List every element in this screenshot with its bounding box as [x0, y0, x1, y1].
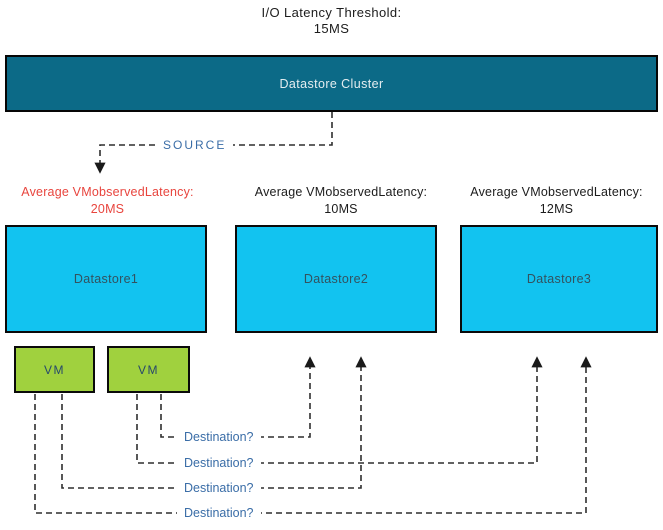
- datastore3-box: Datastore3: [460, 225, 658, 333]
- latency-value-datastore1: 20MS: [90, 202, 125, 216]
- datastore2-label: Datastore2: [303, 272, 369, 286]
- datastore1-box: Datastore1: [5, 225, 207, 333]
- destination-label-2: Destination?: [177, 455, 261, 471]
- vm2-label: VM: [138, 362, 159, 377]
- destination-connector-vm2-to-datastore3: [136, 356, 543, 464]
- latency-title-datastore1: Average VMobservedLatency:: [21, 185, 194, 199]
- page-title-line1: I/O Latency Threshold:: [261, 5, 402, 20]
- latency-title-datastore3: Average VMobservedLatency:: [470, 185, 643, 199]
- destination-label-4: Destination?: [177, 505, 261, 521]
- vm2-box: VM: [107, 346, 190, 393]
- latency-value-datastore3: 12MS: [539, 202, 574, 216]
- datastore-cluster-label: Datastore Cluster: [279, 76, 384, 91]
- destination-label-3: Destination?: [177, 480, 261, 496]
- destination-label-1: Destination?: [177, 429, 261, 445]
- datastore-cluster-box: Datastore Cluster: [5, 55, 658, 112]
- latency-value-datastore2: 10MS: [324, 202, 358, 216]
- vm1-label: VM: [44, 362, 65, 377]
- latency-label-datastore3: Average VMobservedLatency: 12MS: [450, 184, 663, 218]
- datastore1-label: Datastore1: [73, 272, 139, 286]
- latency-title-datastore2: Average VMobservedLatency:: [254, 185, 428, 199]
- page-title: I/O Latency Threshold: 15MS: [0, 5, 663, 37]
- latency-label-datastore1: Average VMobservedLatency: 20MS: [0, 184, 215, 218]
- source-label: SOURCE: [156, 137, 234, 153]
- datastore2-box: Datastore2: [235, 225, 437, 333]
- datastore3-label: Datastore3: [526, 272, 592, 286]
- latency-label-datastore2: Average VMobservedLatency: 10MS: [235, 184, 447, 218]
- vm1-box: VM: [14, 346, 95, 393]
- page-title-line2: 15MS: [313, 21, 350, 36]
